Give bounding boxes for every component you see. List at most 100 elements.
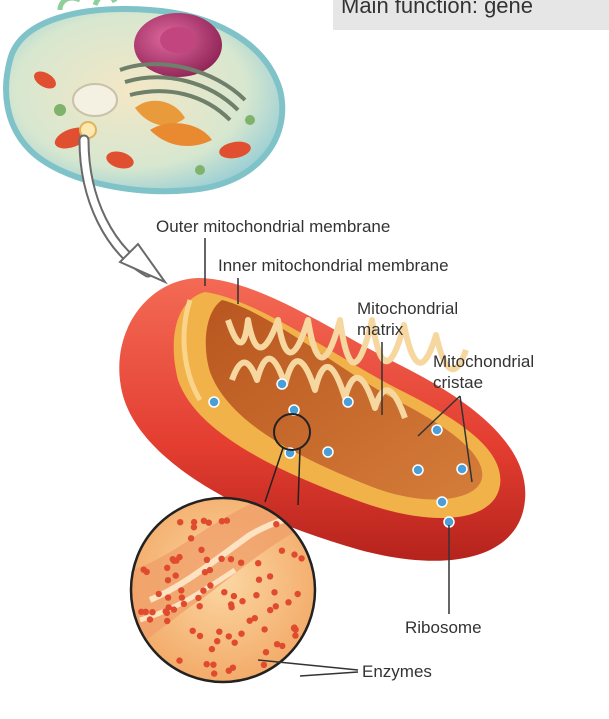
enzyme-dot (172, 572, 179, 579)
enzyme-dot (267, 606, 274, 614)
enzyme-dot (291, 551, 298, 558)
enzyme-dot (176, 657, 183, 664)
enzyme-dot (227, 556, 235, 563)
enzyme-dot (203, 661, 210, 668)
enzyme-dot (230, 592, 238, 600)
enzyme-dot (221, 589, 228, 596)
cristae (225, 317, 469, 373)
label-cristae-line1: Mitochondrial (433, 352, 535, 371)
enzyme-dot (237, 559, 245, 566)
enzyme-dot (201, 569, 209, 576)
banner-text: Main function: gene (341, 0, 534, 18)
mitochondrion (119, 278, 526, 561)
enzyme-dot (278, 547, 286, 554)
enzyme-dot (262, 649, 270, 656)
enzyme-dot (190, 518, 198, 526)
enzyme-dot (164, 577, 172, 584)
enzyme-dot (211, 670, 218, 677)
main-function-banner: Main function: gene (333, 0, 609, 30)
cristae-leader-2 (459, 395, 473, 483)
label-ribosome: Ribosome (405, 618, 482, 637)
enzyme-dot (208, 645, 216, 653)
enzymes (138, 517, 305, 677)
animal-cell-illustration (3, 0, 286, 195)
enzyme-dot (169, 556, 176, 563)
enzyme-dot (271, 589, 278, 596)
enzyme-dot (177, 519, 184, 526)
ribosomes (208, 378, 468, 528)
enzyme-dot (178, 587, 185, 594)
enzyme-dot (196, 632, 204, 640)
enzyme-dot (255, 560, 262, 567)
leader-lines (204, 238, 473, 677)
zoom-arrow (78, 134, 168, 285)
label-cristae-line2: cristae (433, 373, 484, 392)
label-outer-membrane: Outer mitochondrial membrane (156, 217, 391, 236)
enzyme-dot (260, 661, 268, 669)
enzyme-dot (189, 627, 196, 634)
enzyme-dot (223, 517, 231, 524)
enzyme-dot (180, 600, 188, 608)
enzyme-dot (227, 601, 235, 608)
enzyme-dot (272, 603, 279, 610)
enzyme-dot (149, 609, 156, 616)
enzyme-dot (198, 546, 205, 553)
enzyme-dot (200, 517, 208, 524)
enzyme-dot (229, 664, 237, 671)
label-matrix-line1: Mitochondrial (357, 299, 459, 318)
enzyme-zoom-inset (129, 496, 317, 684)
enzyme-dot (218, 555, 225, 562)
label-enzymes: Enzymes (362, 662, 432, 681)
enzyme-dot (142, 608, 149, 615)
enzyme-dot (285, 599, 292, 606)
enzyme-dot (266, 573, 274, 580)
enzyme-dot (146, 616, 154, 623)
enzyme-dot (178, 594, 186, 601)
magnify-indicator (264, 413, 311, 506)
enzyme-dot (251, 615, 258, 622)
label-matrix-line2: matrix (357, 320, 404, 339)
enzyme-dot (207, 582, 214, 589)
enzyme-dot (190, 524, 198, 531)
enzyme-dot (210, 661, 217, 668)
enzyme-dot (231, 639, 238, 646)
enzyme-dot (253, 592, 260, 599)
enzyme-dot (155, 590, 162, 598)
enzyme-dot (298, 555, 305, 562)
enzyme-dot (206, 566, 214, 574)
enzyme-dot (176, 553, 183, 561)
enzyme-dot (164, 564, 171, 571)
enzyme-dot (273, 641, 281, 648)
cristae-leader-1 (417, 395, 461, 437)
enzyme-leader-1 (257, 659, 359, 671)
enzyme-dot (238, 630, 245, 637)
enzyme-dot (203, 556, 211, 563)
enzyme-dot (195, 594, 202, 602)
enzyme-dot (138, 608, 145, 615)
enzyme-dot (164, 617, 171, 625)
enzyme-dot (165, 604, 172, 611)
enzyme-leader-2 (299, 671, 359, 677)
enzyme-dot (294, 590, 301, 598)
enzyme-dot (214, 638, 221, 645)
enzyme-dot (205, 519, 212, 526)
enzyme-dot (225, 633, 232, 640)
enzyme-dot (187, 535, 195, 542)
enzyme-dot (140, 566, 147, 573)
enzyme-dot (216, 628, 223, 635)
enzyme-dot (279, 642, 286, 650)
enzyme-dot (200, 587, 207, 594)
enzyme-dot (246, 617, 253, 624)
enzyme-dot (273, 521, 280, 528)
enzyme-dot (163, 609, 171, 617)
enzyme-dot (261, 626, 268, 633)
enzyme-dot (196, 603, 203, 610)
enzyme-dot (255, 576, 263, 583)
enzyme-dot (170, 606, 178, 613)
enzyme-dot (292, 632, 299, 639)
enzyme-dot (239, 598, 246, 605)
label-inner-membrane: Inner mitochondrial membrane (218, 256, 449, 275)
enzyme-dot (291, 624, 298, 631)
